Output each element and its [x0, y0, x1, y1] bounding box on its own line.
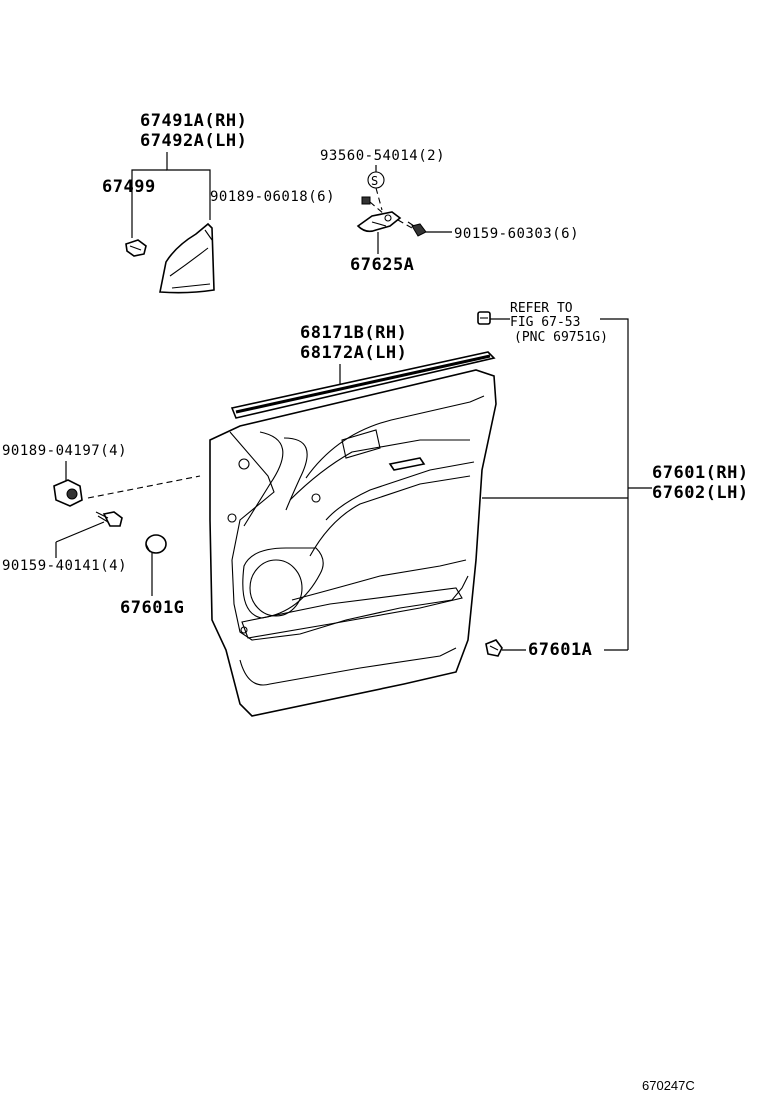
label-67491a: 67491A(RH)	[140, 111, 247, 131]
leader-refer-main	[600, 318, 629, 650]
label-68171b: 68171B(RH)	[300, 323, 407, 343]
weatherstrip-68171b-icon	[230, 351, 496, 419]
leader-67499	[131, 169, 167, 238]
label-67601a: 67601A	[528, 640, 592, 660]
s-mark-text: S	[371, 174, 379, 188]
garnish-67491a-icon	[159, 222, 215, 294]
dash-90189-06018	[369, 201, 385, 215]
label-90189-06018: 90189-06018(6)	[210, 189, 335, 205]
label-93560-54014: 93560-54014(2)	[320, 148, 445, 164]
dash-90159-60303	[397, 219, 413, 229]
label-68172a: 68172A(LH)	[300, 343, 407, 363]
label-67601g: 67601G	[120, 598, 184, 618]
s-mark-icon: S	[367, 171, 385, 189]
label-90189-04197: 90189-04197(4)	[2, 443, 127, 459]
refer-line-2: FIG 67-53	[510, 315, 580, 330]
label-90159-60303: 90159-60303(6)	[454, 226, 579, 242]
label-67492a: 67492A(LH)	[140, 131, 247, 151]
leader-90159-40141	[55, 521, 105, 543]
label-67601: 67601(RH)	[652, 463, 749, 483]
screw-90159-40141-icon	[95, 511, 123, 527]
label-67499: 67499	[102, 177, 156, 197]
clip-67499-icon	[125, 239, 147, 257]
nut-90189-06018-icon	[361, 196, 371, 205]
label-67625a: 67625A	[350, 255, 414, 275]
refer-line-1: REFER TO	[510, 301, 573, 316]
leader-67491a	[166, 152, 211, 220]
label-67602: 67602(LH)	[652, 483, 749, 503]
label-90159-40141: 90159-40141(4)	[2, 558, 127, 574]
cap-67601g-icon	[145, 534, 167, 554]
door-trim-panel-67601-icon	[209, 369, 497, 717]
diagram-code: 670247C	[642, 1078, 695, 1093]
clip-69751g-icon	[477, 311, 491, 325]
bracket-67625a-icon	[356, 211, 402, 233]
refer-line-3: (PNC 69751G)	[514, 330, 608, 345]
clip-67601a-icon	[485, 639, 503, 657]
clip-90189-04197-icon	[53, 479, 83, 507]
screw-90159-60303-icon	[407, 221, 427, 237]
dash-93560	[375, 187, 383, 211]
dash-90189-04197	[87, 475, 201, 499]
